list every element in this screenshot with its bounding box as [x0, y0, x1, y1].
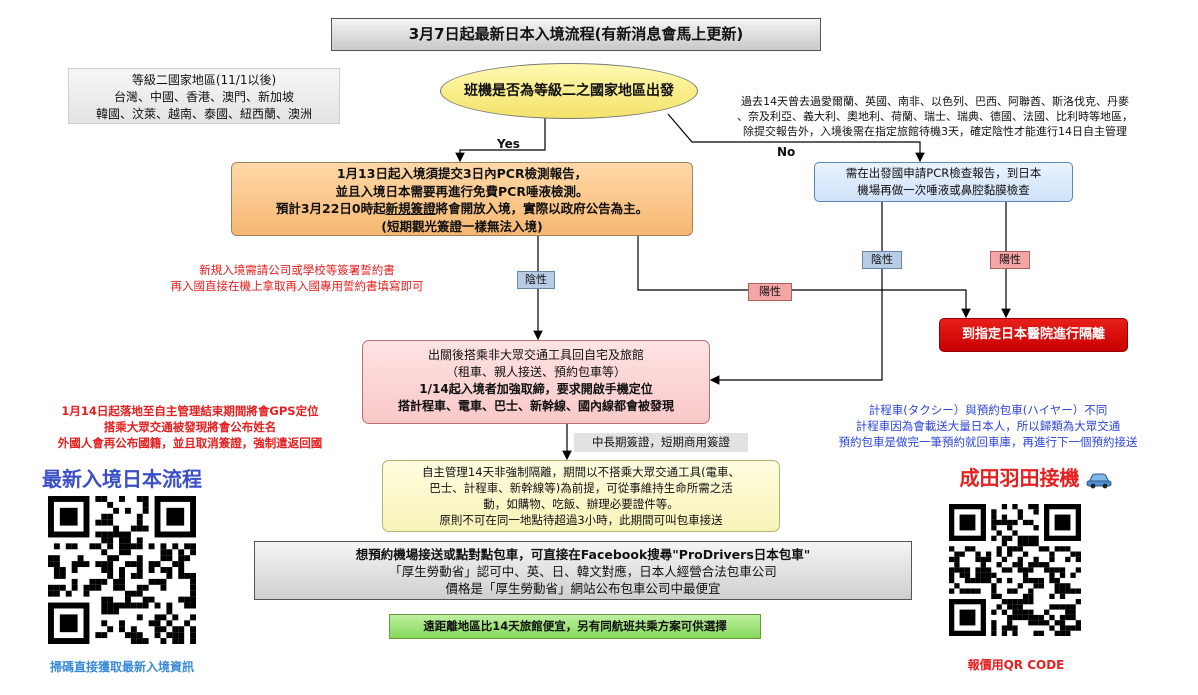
- no-note-line1: 過去14天曾去過愛爾蘭、英國、南非、以色列、巴西、阿聯酋、斯洛伐克、丹麥: [741, 95, 1129, 108]
- pledge-note-line1: 新規入境需請公司或學校等簽署誓約書: [199, 263, 395, 277]
- booking-info-box: 想預約機場接送或點對點包車，可直接在Facebook搜尋"ProDrivers日…: [254, 541, 912, 600]
- no-box-line1: 需在出發國申請PCR檢查報告，到日本: [845, 166, 1042, 180]
- no-branch-note: 過去14天曾去過愛爾蘭、英國、南非、以色列、巴西、阿聯酋、斯洛伐克、丹麥 、奈及…: [700, 94, 1170, 139]
- left-heading: 最新入境日本流程: [42, 467, 202, 491]
- gps-note-line2: 搭乘大眾交通被發現將會公布姓名: [103, 420, 277, 434]
- home-box-line1: 出關後搭乘非大眾交通工具回自宅及旅館: [427, 348, 644, 362]
- self-box-line3: 動，如購物、吃飯、辦理必要證件等。: [483, 497, 679, 511]
- yes-box-line3: 預計3月22日0時起新規簽證將會開放入境，實際以政府公告為主。: [232, 200, 692, 218]
- decision-node: 班機是否為等級二之國家地區出發: [440, 63, 698, 119]
- booking-line1: 想預約機場接送或點對點包車，可直接在Facebook搜尋"ProDrivers日…: [355, 547, 811, 562]
- new-visa-link[interactable]: 新規簽證: [385, 201, 436, 216]
- home-box-line3: 1/14起入境者加強取締，要求開啟手機定位: [419, 382, 653, 396]
- yes-label: Yes: [497, 137, 520, 151]
- right-heading: 成田羽田接機: [959, 466, 1080, 490]
- hospital-quarantine-box: 到指定日本醫院進行隔離: [939, 318, 1128, 352]
- level2-country-note: 等級二國家地區(11/1以後) 台灣、中國、香港、澳門、新加坡 韓國、汶萊、越南…: [68, 68, 340, 124]
- right-heading-wrap: 成田羽田接機: [936, 462, 1136, 491]
- booking-line3: 價格是「厚生勞動省」網站公布包車公司中最便宜: [445, 581, 721, 596]
- no-box-line2: 機場再做一次唾液或鼻腔黏膜檢查: [857, 183, 1030, 197]
- taxi-note-line3: 預約包車是做完一筆預約就回車庫，再進行下一個預約接送: [838, 435, 1138, 449]
- home-box-line2: （租車、親人接送、預約包車等）: [445, 365, 626, 379]
- distance-note: 遠距離地區比14天旅館便宜，另有同航班共乘方案可供選擇: [389, 614, 761, 639]
- qr-code-left[interactable]: [48, 496, 196, 644]
- no-branch-box: 需在出發國申請PCR檢查報告，到日本 機場再做一次唾液或鼻腔黏膜檢查: [814, 162, 1073, 202]
- yes-branch-box: 1月13日起入境須提交3日內PCR檢測報告， 並且入境日本需要再進行免費PCR唾…: [231, 162, 693, 236]
- no-label: No: [777, 145, 796, 159]
- taxi-note-line2: 計程車因為會載送大量日本人，所以歸類為大眾交通: [855, 419, 1121, 433]
- positive-tag-center: 陽性: [748, 283, 792, 301]
- gps-note-line3: 外國人會再公布國籍，並且取消簽證，強制遣返回國: [57, 436, 323, 450]
- yes-box-line3-pre: 預計3月22日0時起: [275, 201, 386, 216]
- visa-type-tag: 中長期簽證，短期商用簽證: [574, 433, 748, 452]
- self-management-box: 自主管理14天非強制隔離，期間以不搭乘大眾交通工具(電車、 巴士、計程車、新幹線…: [382, 460, 780, 532]
- level2-line2: 韓國、汶萊、越南、泰國、紐西蘭、澳洲: [95, 107, 312, 121]
- negative-tag-left: 陰性: [517, 271, 555, 289]
- left-qr-caption: 掃碼直接獲取最新入境資訊: [49, 660, 194, 674]
- booking-line2: 「厚生勞動省」認可中、英、日、韓文對應，日本人經營合法包車公司: [389, 564, 777, 579]
- gps-note-line1: 1月14日起落地至自主管理結束期間將會GPS定位: [61, 404, 319, 418]
- positive-tag-right: 陽性: [990, 251, 1030, 269]
- car-icon: [1086, 473, 1112, 488]
- pledge-note-line2: 再入國直接在機上拿取再入國專用誓約書填寫即可: [170, 279, 424, 293]
- negative-tag-right: 陰性: [862, 251, 902, 269]
- level2-heading: 等級二國家地區(11/1以後): [131, 73, 277, 87]
- no-note-line2: 、奈及利亞、義大利、奧地利、荷蘭、瑞士、瑞典、德國、法國、比利時等地區，: [737, 110, 1133, 123]
- home-box-line4: 搭計程車、電車、巴士、新幹線、國內線都會被發現: [397, 399, 674, 413]
- yes-box-line4: (短期觀光簽證一樣無法入境): [381, 218, 543, 234]
- no-note-line3: 除提交報告外，入境後需在指定旅館待機3天，確定陰性才能進行14日自主管理: [743, 125, 1127, 138]
- self-box-line1: 自主管理14天非強制隔離，期間以不搭乘大眾交通工具(電車、: [421, 465, 741, 479]
- self-box-line4: 原則不可在同一地點待超過3小時，此期間可叫包車接送: [439, 513, 723, 527]
- yes-box-line2: 並且入境日本需要再進行免費PCR唾液檢測。: [335, 183, 589, 199]
- gps-note: 1月14日起落地至自主管理結束期間將會GPS定位 搭乘大眾交通被發現將會公布姓名…: [20, 403, 360, 451]
- page-title: 3月7日起最新日本入境流程(有新消息會馬上更新): [331, 18, 821, 51]
- yes-box-line1: 1月13日起入境須提交3日內PCR檢測報告，: [336, 166, 588, 181]
- pledge-note: 新規入境需請公司或學校等簽署誓約書 再入國直接在機上拿取再入國專用誓約書填寫即可: [112, 262, 482, 294]
- right-qr-caption: 報價用QR CODE: [967, 658, 1065, 672]
- taxi-note: 計程車(タクシー）與預約包車(ハイヤー）不同 計程車因為會載送大量日本人，所以歸…: [808, 402, 1168, 450]
- taxi-note-line1: 計程車(タクシー）與預約包車(ハイヤー）不同: [868, 403, 1108, 417]
- qr-code-right[interactable]: [949, 496, 1081, 644]
- level2-line1: 台灣、中國、香港、澳門、新加坡: [113, 90, 294, 104]
- yes-box-line3-post: 將會開放入境，實際以政府公告為主。: [435, 201, 649, 216]
- self-box-line2: 巴士、計程車、新幹線等)為前提，可從事維持生命所需之活: [429, 481, 733, 495]
- home-transport-box: 出關後搭乘非大眾交通工具回自宅及旅館 （租車、親人接送、預約包車等） 1/14起…: [362, 340, 710, 424]
